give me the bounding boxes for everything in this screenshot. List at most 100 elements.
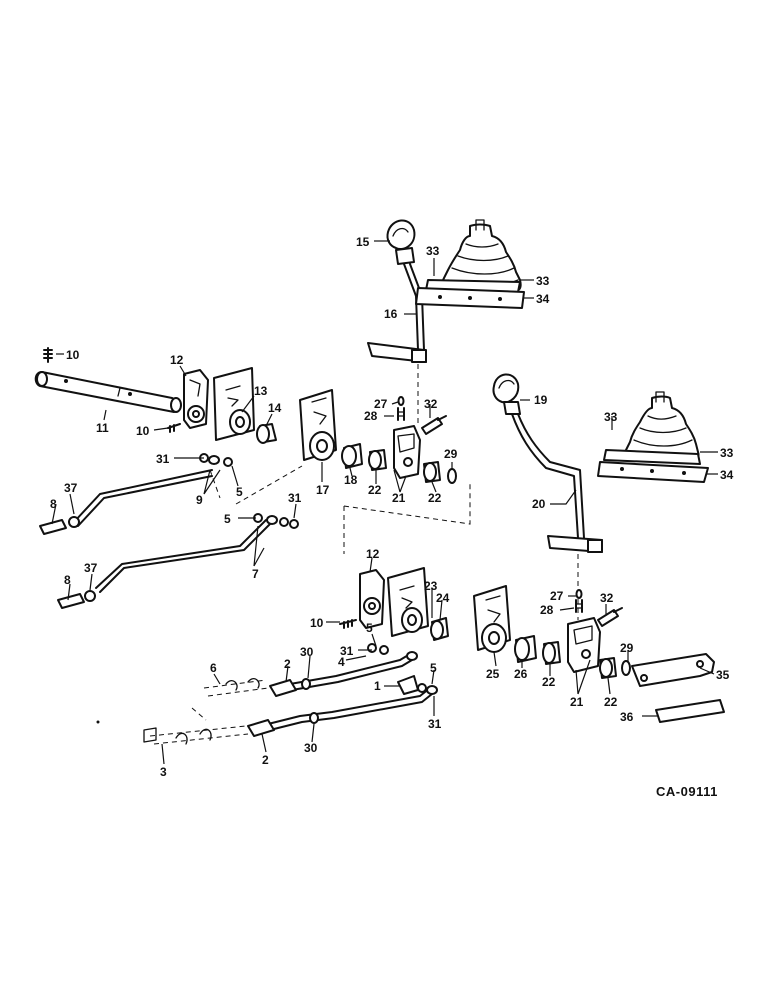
callout-37: 37 — [84, 561, 98, 575]
callout-28: 28 — [364, 409, 378, 423]
callout-8: 8 — [64, 573, 71, 587]
upper-shifter-21 — [393, 425, 421, 479]
lower-linkage-rod-1 — [267, 675, 438, 731]
callout-9: 9 — [196, 493, 203, 507]
callout-37: 37 — [64, 481, 78, 495]
callout-2: 2 — [284, 657, 291, 671]
callout-4: 4 — [338, 655, 345, 669]
rod-ends-2 — [247, 678, 319, 737]
callout-1: 1 — [374, 679, 381, 693]
callout-33: 33 — [720, 446, 734, 460]
callout-13: 13 — [254, 384, 268, 398]
callout-30: 30 — [304, 741, 318, 755]
upper-bushing-22b — [423, 461, 441, 483]
upper-bolt-32 — [421, 415, 447, 435]
callout-36: 36 — [620, 710, 634, 724]
phantom-rods-3-6 — [143, 678, 269, 745]
lower-plate-25 — [473, 585, 511, 653]
lower-pin-27-28 — [575, 589, 583, 613]
callout-31: 31 — [288, 491, 302, 505]
upper-bushing-14 — [256, 423, 277, 444]
callout-33: 33 — [536, 274, 550, 288]
callout-7: 7 — [252, 567, 259, 581]
right-shift-lever — [492, 373, 603, 553]
upper-screw-10 — [43, 347, 181, 433]
callout-12: 12 — [170, 353, 184, 367]
lower-plate-23 — [387, 567, 429, 637]
upper-clip-29 — [447, 468, 457, 484]
callout-22: 22 — [604, 695, 618, 709]
callout-8: 8 — [50, 497, 57, 511]
lower-bushing-26 — [514, 635, 537, 663]
callout-6: 6 — [210, 661, 217, 675]
callout-labels: 15 16 33 33 34 19 20 33 33 34 10 12 11 1… — [50, 235, 734, 799]
callout-18: 18 — [344, 473, 358, 487]
upper-bracket-12 — [183, 369, 209, 429]
callout-20: 20 — [532, 497, 546, 511]
callout-19: 19 — [534, 393, 548, 407]
callout-25: 25 — [486, 667, 500, 681]
callout-3: 3 — [160, 765, 167, 779]
callout-22: 22 — [428, 491, 442, 505]
upper-shift-lever — [367, 219, 427, 363]
callout-35: 35 — [716, 668, 730, 682]
lower-bushing-24 — [430, 617, 449, 641]
callout-5: 5 — [236, 485, 243, 499]
lower-linkage-rod-4 — [289, 643, 418, 691]
callout-12: 12 — [366, 547, 380, 561]
callout-30: 30 — [300, 645, 314, 659]
right-boot — [597, 391, 709, 483]
lower-shifter-21 — [567, 617, 601, 673]
lower-bushing-22 — [542, 641, 561, 665]
callout-26: 26 — [514, 667, 528, 681]
callout-29: 29 — [620, 641, 634, 655]
callout-10: 10 — [136, 424, 150, 438]
callout-31: 31 — [156, 452, 170, 466]
upper-linkage-rod-9 — [73, 453, 233, 527]
callout-28: 28 — [540, 603, 554, 617]
callout-22: 22 — [368, 483, 382, 497]
callout-33: 33 — [426, 244, 440, 258]
upper-bushing-18 — [341, 443, 363, 469]
callout-11: 11 — [96, 421, 109, 435]
callout-2: 2 — [262, 753, 269, 767]
leader-lines — [51, 240, 718, 765]
plate-35 — [631, 653, 715, 687]
callout-32: 32 — [424, 397, 438, 411]
plate-36 — [655, 699, 725, 723]
shift-rail-shaft — [34, 371, 182, 413]
callout-27: 27 — [374, 397, 388, 411]
assembly-dashed-lines — [209, 364, 579, 620]
lower-bracket-12 — [359, 569, 385, 629]
upper-boot — [415, 219, 525, 309]
callout-10: 10 — [310, 616, 324, 630]
callout-10: 10 — [66, 348, 80, 362]
callout-34: 34 — [720, 468, 734, 482]
callout-31: 31 — [340, 644, 354, 658]
callout-21: 21 — [570, 695, 584, 709]
upper-bushing-22 — [368, 449, 387, 471]
callout-21: 21 — [392, 491, 406, 505]
callout-14: 14 — [268, 401, 282, 415]
callout-5: 5 — [430, 661, 437, 675]
callout-33: 33 — [604, 410, 618, 424]
callout-5: 5 — [224, 512, 231, 526]
stray-dot — [96, 720, 100, 724]
callout-22: 22 — [542, 675, 556, 689]
callout-27: 27 — [550, 589, 564, 603]
rod-ends-8-37 — [39, 516, 96, 609]
upper-plate-13 — [213, 367, 255, 441]
callout-5: 5 — [366, 621, 373, 635]
lower-screw-10 — [339, 619, 357, 629]
lower-bushing-22b — [599, 657, 617, 679]
upper-plate-17 — [299, 389, 337, 461]
callout-15: 15 — [356, 235, 370, 249]
callout-17: 17 — [316, 483, 330, 497]
callout-29: 29 — [444, 447, 458, 461]
callout-34: 34 — [536, 292, 550, 306]
callout-23: 23 — [424, 579, 438, 593]
lower-linkage-rod-7 — [95, 513, 299, 593]
lower-bolt-32 — [597, 607, 623, 627]
callout-16: 16 — [384, 307, 398, 321]
